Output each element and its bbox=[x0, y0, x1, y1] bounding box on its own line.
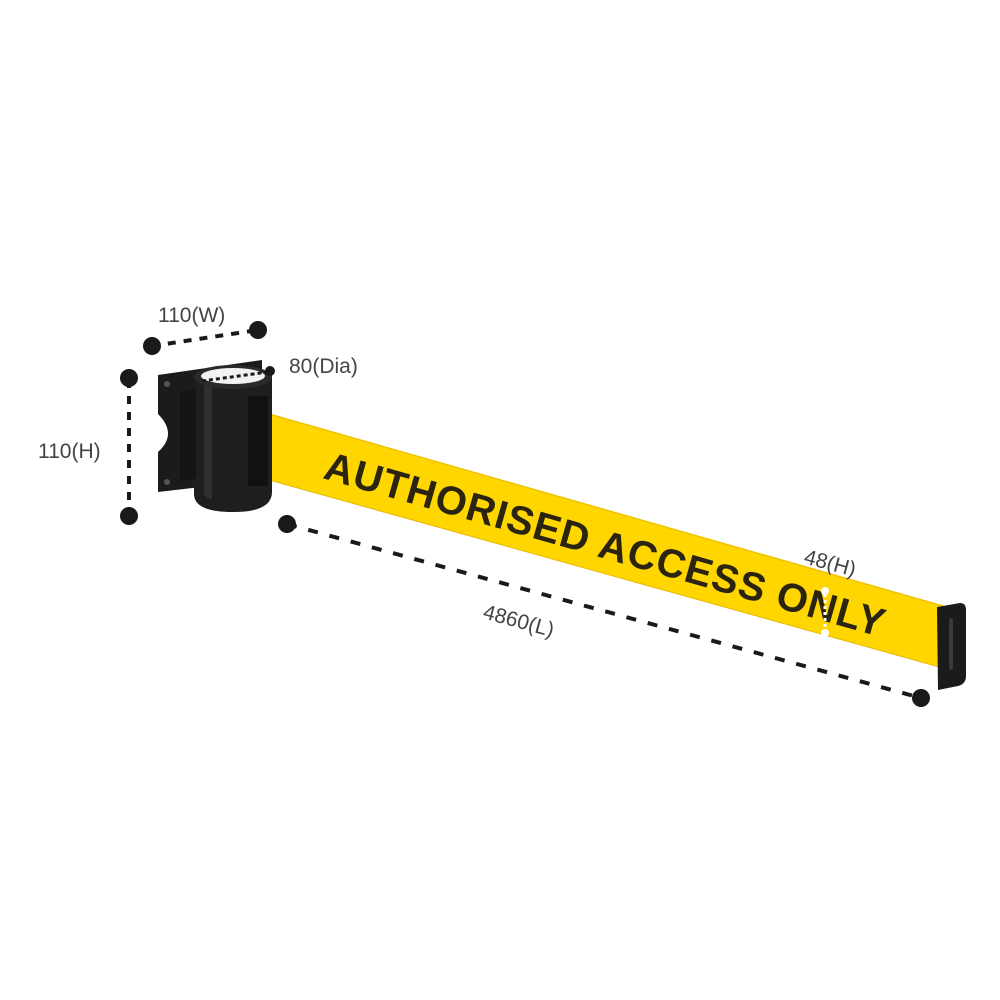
length-label: 4860(L) bbox=[481, 601, 557, 642]
dimension-marker bbox=[821, 629, 829, 637]
dimension-diameter: 80(Dia) bbox=[201, 355, 358, 383]
dimension-marker bbox=[249, 321, 267, 339]
dimension-marker bbox=[821, 587, 829, 595]
width-label: 110(W) bbox=[158, 304, 225, 327]
dimension-height: 110(H) bbox=[38, 369, 138, 525]
belt-text: AUTHORISED ACCESS ONLY bbox=[320, 444, 891, 646]
belt-end-clip-icon bbox=[937, 603, 966, 690]
dimension-width: 110(W) bbox=[143, 304, 267, 355]
wall-mount-cassette-icon bbox=[158, 360, 272, 512]
dimension-marker bbox=[120, 507, 138, 525]
dimension-marker bbox=[120, 369, 138, 387]
height-label: 110(H) bbox=[38, 440, 101, 463]
dimension-marker bbox=[265, 366, 275, 376]
dimension-marker bbox=[143, 337, 161, 355]
dimension-marker bbox=[278, 515, 296, 533]
dimension-marker bbox=[912, 689, 930, 707]
retractable-belt: AUTHORISED ACCESS ONLY bbox=[261, 411, 944, 669]
diameter-label: 80(Dia) bbox=[289, 355, 358, 378]
